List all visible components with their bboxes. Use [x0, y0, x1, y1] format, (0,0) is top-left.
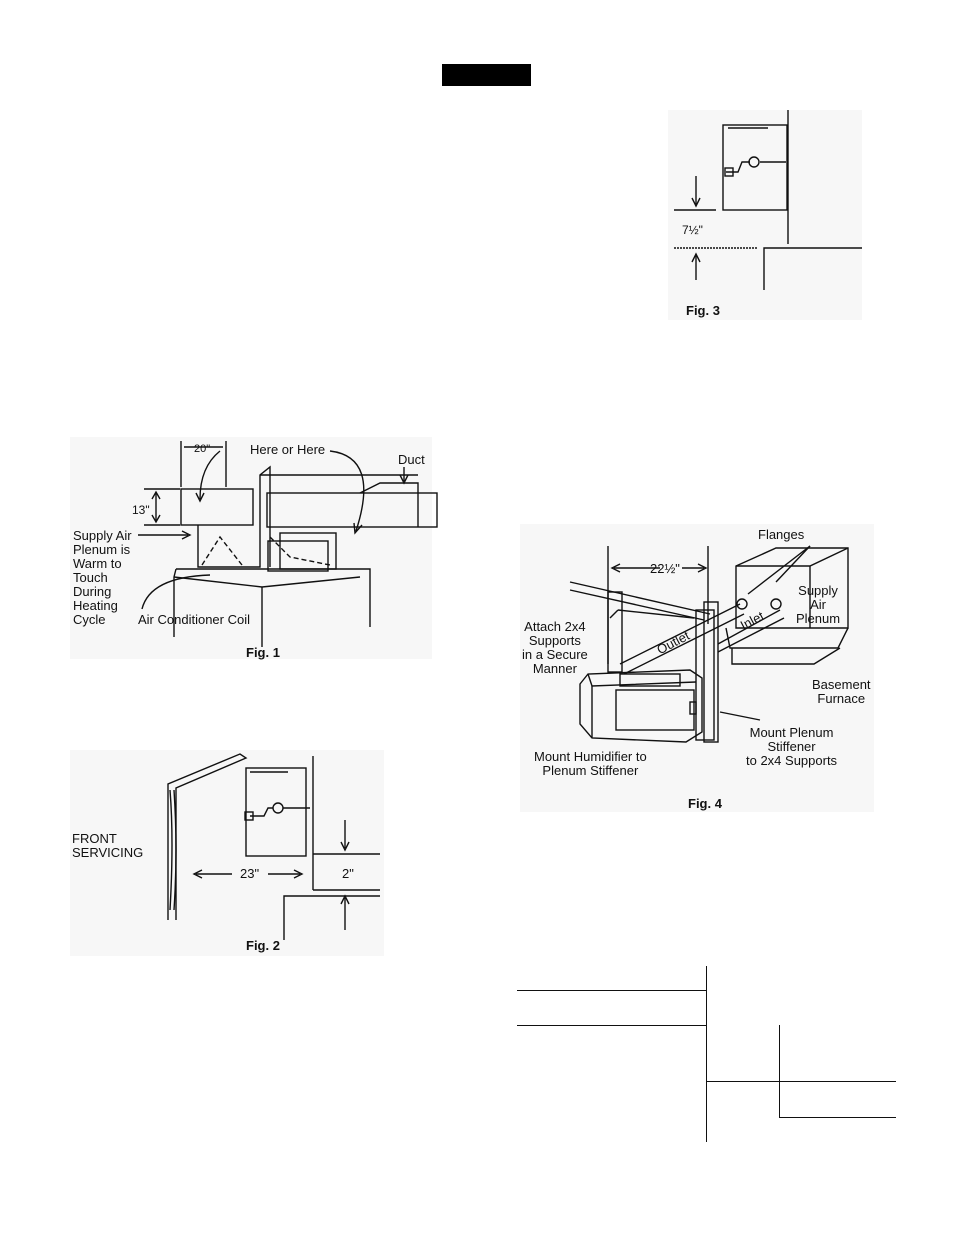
fig4-supply-air-plenum: Supply Air Plenum [796, 583, 841, 626]
figure-4-drawing [569, 545, 849, 743]
table-vline-main [706, 966, 707, 1142]
fig2-caption: Fig. 2 [246, 938, 280, 953]
table-hline-3 [706, 1081, 896, 1082]
figure-2: FRONT SERVICING 23" 2" Fig. 2 [70, 750, 384, 956]
fig4-basement-furnace: Basement Furnace [812, 677, 871, 706]
fig4-attach: Attach 2x4 Supports in a Secure Manner [522, 619, 588, 676]
table-hline-2 [517, 1025, 706, 1026]
fig1-duct: Duct [398, 452, 425, 467]
fig4-caption: Fig. 4 [688, 796, 722, 811]
table-vline-right [779, 1025, 780, 1117]
fig4-flanges: Flanges [758, 527, 805, 542]
figure-4: 22½" Flanges Supply Air Plenum Attach 2x… [520, 524, 874, 812]
fig1-supply-air: Supply Air Plenum is Warm to Touch Durin… [73, 528, 132, 627]
fig2-dim-2: 2" [342, 866, 354, 881]
fig1-dim-height: 13" [132, 503, 150, 517]
fig2-dim-23: 23" [240, 866, 260, 881]
fig3-dim-label: 7½" [682, 223, 703, 237]
fig4-mount-stiffener: Mount Plenum Stiffener to 2x4 Supports [746, 725, 838, 768]
figure-2-drawing [167, 753, 380, 940]
header-black-bar [442, 64, 531, 86]
figure-3-drawing [674, 110, 862, 290]
fig4-mount-humidifier: Mount Humidifier to Plenum Stiffener [534, 749, 647, 778]
figure-3: 7½" Fig. 3 [668, 110, 862, 320]
table-hline-4 [779, 1117, 896, 1118]
figure-1: 20" 13" Here or Here Duct Supply Air Ple… [70, 437, 438, 660]
fig1-coil: Air Conditioner Coil [138, 612, 250, 627]
fig1-dim-width: 20" [194, 443, 211, 455]
table-hline-1 [517, 990, 706, 991]
fig1-caption: Fig. 1 [246, 645, 280, 660]
fig1-here-or-here: Here or Here [250, 442, 326, 457]
fig4-dim: 22½" [650, 561, 680, 576]
fig2-front-servicing: FRONT SERVICING [72, 831, 144, 860]
figure-1-drawing [138, 441, 438, 647]
fig3-caption: Fig. 3 [686, 303, 720, 318]
